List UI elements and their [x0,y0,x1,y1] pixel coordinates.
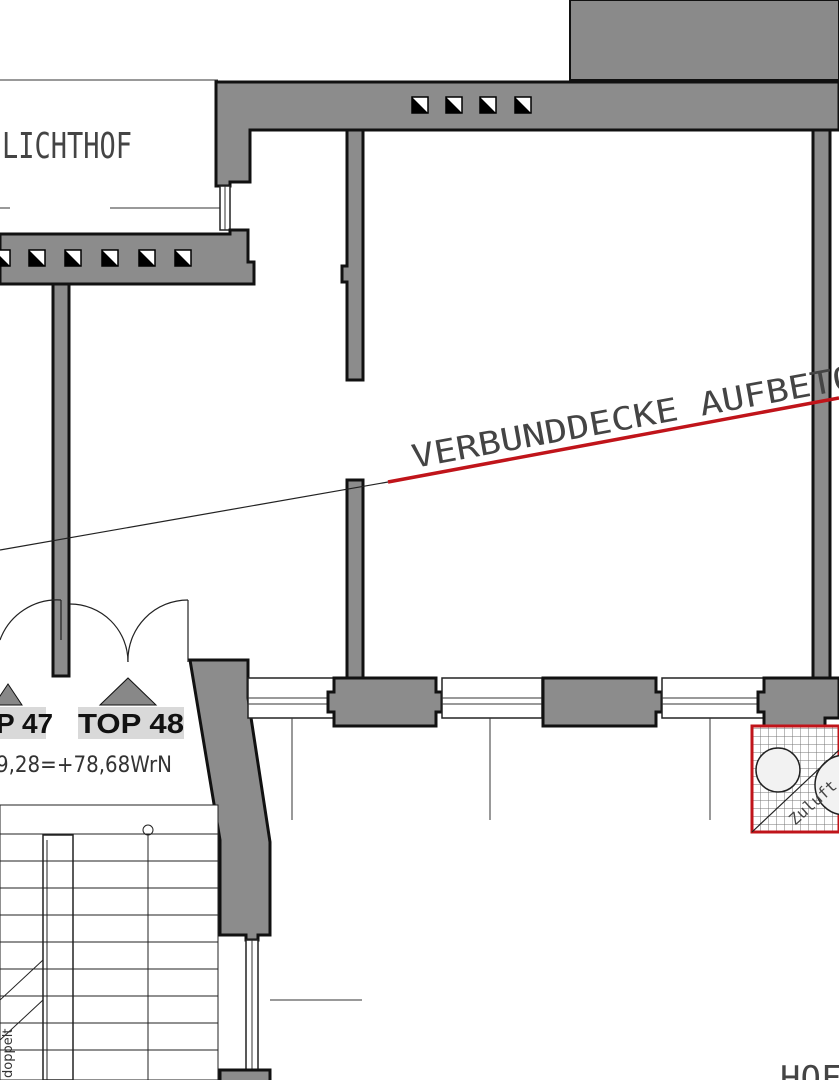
interior-wall-right [811,128,832,682]
section-line-thin [0,481,389,551]
section-line-red [387,396,839,484]
entrance-marker-top48 [98,677,158,706]
top47-label-bg [0,707,46,739]
lichthof-wall-vents [0,249,192,267]
top48-label: TOP 48 [78,708,184,739]
lichthof-wall [0,228,256,286]
neighbor-building-block [569,0,839,81]
door-swings [0,599,189,663]
staircase [0,804,219,1080]
partition-wall-left [51,282,71,678]
front-facade [247,676,839,728]
hof-label: HOF [780,1059,839,1080]
top-wall-vents [411,96,532,114]
interior-wall-lower [345,478,365,682]
stair-note: doppelt [1,1029,16,1078]
level-label: 9,28=+78,68WrN [0,753,172,778]
top47-label: P 47 [0,708,53,739]
verbunddecke-label: VERBUNDDECKE AUFBETO [409,358,839,476]
entrance-marker-top47 [0,683,23,706]
window-reveal-lines [291,718,711,820]
top48-label-bg [78,707,184,739]
ventilation-shaft: Zuluft [750,724,839,834]
interior-wall-upper [340,128,365,382]
stair-wall-bottom [218,1068,272,1080]
lichthof-label: LICHTHOF [2,126,132,167]
